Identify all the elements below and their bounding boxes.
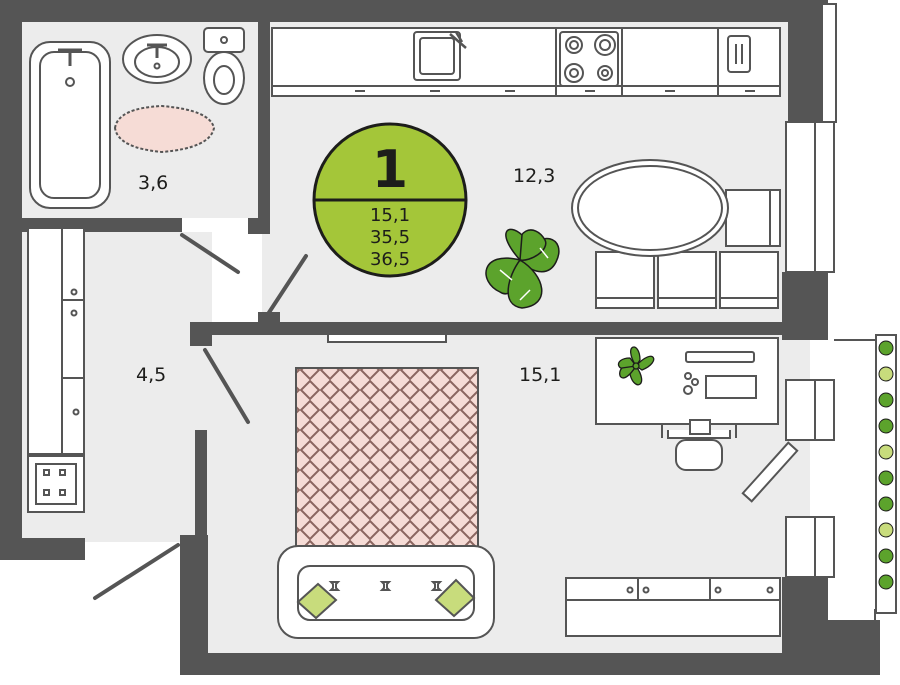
living-area: 15,1 [370,205,410,226]
balcony-door [741,441,799,503]
pillow-right [434,578,476,618]
balcony-plant [878,470,894,486]
window-bedroom [785,379,835,441]
balcony-plant [878,366,894,382]
bedroom-area-label: 15,1 [519,364,561,386]
balcony-plant [878,574,894,590]
wall-right-corner [795,620,880,675]
doors [93,233,308,600]
work-desk [595,337,779,471]
walls [0,0,880,675]
wall-right-mid [782,272,828,340]
wall-kitchen-bedroom [205,322,810,335]
balcony-plant [878,444,894,460]
sofa-tufts [328,581,443,591]
balcony-plant [878,496,894,512]
bed-rug [295,367,479,557]
wall-hall-left-post [68,538,85,558]
desk-chair [675,439,723,471]
balcony-plant [878,522,894,538]
wall-bath-kitchen-jamb [248,218,270,234]
fridge-panel [727,35,751,73]
wall-bottom-left [0,538,85,560]
monstera-plant [485,228,560,309]
wall-bath-kitchen [258,22,270,218]
hallway-area-label: 4,5 [136,364,166,386]
hallway-floor-lower [90,420,210,540]
dining-set [571,159,781,309]
window-bedroom-lower [785,516,835,578]
kitchen-area-label: 12,3 [513,165,555,187]
hallway-wardrobe [27,227,85,513]
kitchen-door [266,254,308,316]
bedroom-furniture [277,333,495,639]
desk-plant [618,346,655,386]
wall-bottom [180,653,795,675]
balcony-plant [878,548,894,564]
bathroom-fixtures [29,27,245,209]
pillow-left [296,582,338,620]
wall-left [0,0,22,560]
window-kitchen [785,121,835,273]
bathroom-area-label: 3,6 [138,172,168,194]
bath-rug [113,104,216,154]
balcony-plants [878,340,894,590]
balcony-plant [878,392,894,408]
apartment-badge: 1 15,1 35,5 36,5 [312,122,468,278]
total-area: 35,5 [370,227,410,248]
entrance-door [93,543,180,600]
balcony-plant [878,340,894,356]
stove [559,31,619,87]
tv-stand [327,333,447,343]
bath-door [180,233,240,274]
full-area: 36,5 [370,249,410,270]
dresser [565,577,781,637]
kitchen-counter [271,27,781,97]
wall-kitchen-bedroom-jamb [190,322,212,346]
wall-hall-lower-left [180,540,208,675]
wall-top [0,0,828,22]
room-count: 1 [372,140,408,200]
bedroom-door [203,348,250,424]
balcony-plant [878,418,894,434]
room-labels: 3,6 12,3 4,5 15,1 [136,165,561,386]
laptop [685,351,755,363]
wall-kitchen-jamb [258,312,280,324]
window-kitchen-top [821,3,837,123]
